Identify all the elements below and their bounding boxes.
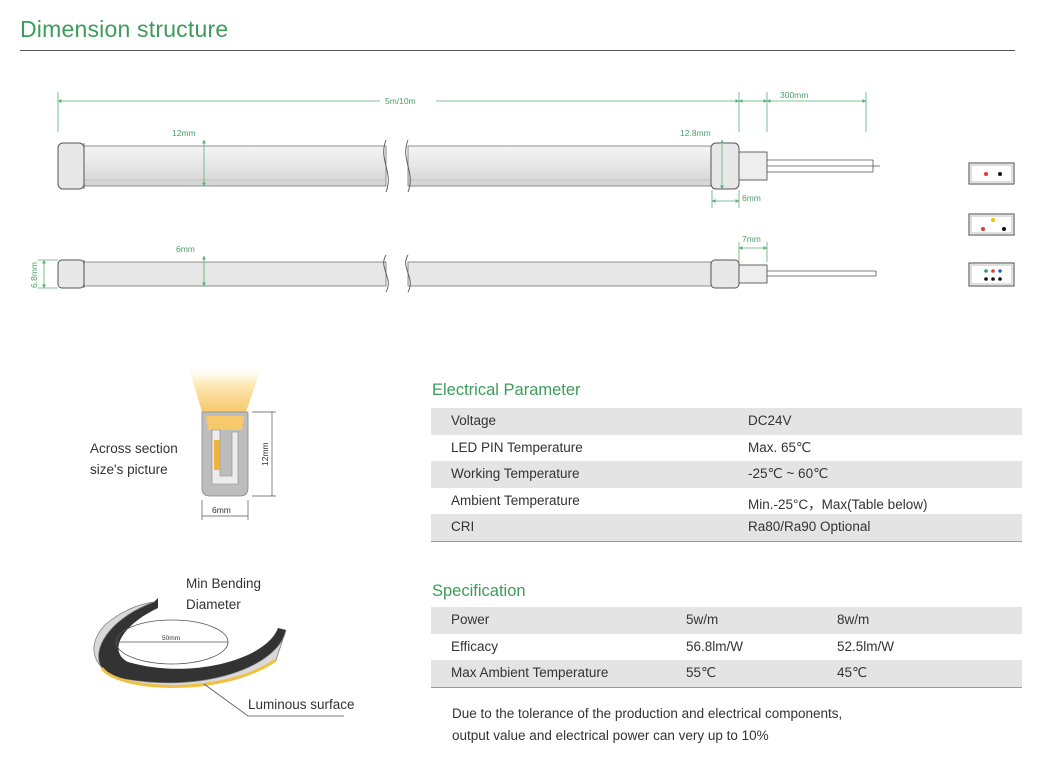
table-row: Voltage DC24V bbox=[431, 408, 1022, 435]
table-row: Efficacy 56.8lm/W 52.5lm/W bbox=[451, 638, 895, 654]
dimension-drawing: 5m/10m 300mm 12mm 12.8mm 6mm 6mm 7mm 6.8… bbox=[29, 90, 1015, 293]
strip-side-view bbox=[57, 254, 877, 293]
connector-pin-dot bbox=[1002, 227, 1006, 231]
specification-table-rule bbox=[431, 687, 1022, 688]
connector-3pin bbox=[968, 213, 1015, 236]
connector-pin-dot bbox=[998, 277, 1002, 281]
cross-section-height: 12mm bbox=[260, 442, 270, 466]
connector-pin-dot bbox=[984, 269, 988, 273]
table-row: Ambient Temperature Min.-25°C，Max(Table … bbox=[451, 492, 928, 512]
connector-2pin bbox=[968, 162, 1015, 185]
connector-pin-dot bbox=[991, 218, 995, 222]
specification-table: Power 5w/m 8w/m Efficacy 56.8lm/W 52.5lm… bbox=[431, 607, 1022, 687]
table-row: Working Temperature -25℃ ~ 60℃ bbox=[431, 461, 1022, 488]
electrical-table: Voltage DC24V LED PIN Temperature Max. 6… bbox=[431, 408, 1022, 541]
connector-pin-dot bbox=[998, 269, 1002, 273]
electrical-heading: Electrical Parameter bbox=[432, 381, 581, 399]
cross-section-width: 6mm bbox=[212, 505, 231, 515]
title-divider bbox=[20, 50, 1015, 51]
page-title: Dimension structure bbox=[20, 16, 229, 42]
connector-6pin bbox=[968, 262, 1015, 287]
cap-width-bottom-dim: 7mm bbox=[742, 234, 761, 244]
strip-top-view bbox=[57, 139, 880, 193]
bending-caption: Min Bending Diameter bbox=[186, 576, 262, 612]
tolerance-note: Due to the tolerance of the production a… bbox=[452, 706, 843, 743]
height-top-dim: 12mm bbox=[172, 128, 196, 138]
specification-heading: Specification bbox=[432, 582, 526, 600]
thickness-bottom-dim: 6.8mm bbox=[29, 262, 39, 288]
table-row: CRI Ra80/Ra90 Optional bbox=[431, 514, 1022, 541]
cross-section-drawing: 12mm 6mm bbox=[188, 365, 276, 520]
luminous-surface-label: Luminous surface bbox=[248, 697, 355, 712]
cross-section-caption: Across section size's picture bbox=[90, 441, 178, 477]
table-row: Power 5w/m 8w/m bbox=[431, 607, 1022, 634]
bending-drawing: 50mm bbox=[93, 598, 344, 717]
connector-pin-dot bbox=[998, 172, 1002, 176]
lead-length-dim: 300mm bbox=[780, 90, 808, 100]
electrical-table-rule bbox=[431, 541, 1022, 542]
connector-pin-dot bbox=[981, 227, 985, 231]
connector-pin-dot bbox=[991, 277, 995, 281]
connector-pin-dot bbox=[991, 269, 995, 273]
height-end-dim: 12.8mm bbox=[680, 128, 711, 138]
bending-diameter: 50mm bbox=[162, 635, 180, 642]
cap-width-top-dim: 6mm bbox=[742, 193, 761, 203]
connector-pin-dot bbox=[984, 172, 988, 176]
width-bottom-dim: 6mm bbox=[176, 244, 195, 254]
length-dim: 5m/10m bbox=[385, 96, 416, 106]
table-row: LED PIN Temperature Max. 65℃ bbox=[451, 439, 812, 455]
connector-pin-dot bbox=[984, 277, 988, 281]
table-row: Max Ambient Temperature 55℃ 45℃ bbox=[431, 660, 1022, 687]
